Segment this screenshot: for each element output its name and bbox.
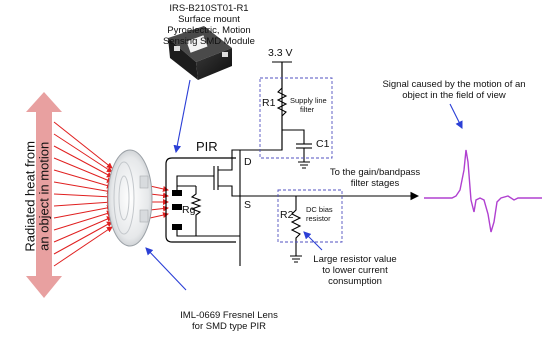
smd-module-image bbox=[168, 26, 232, 80]
heat-label: Radiated heat from an object in motion bbox=[22, 126, 53, 266]
pyro-sensor-element bbox=[172, 190, 182, 230]
dc-bias-line: DC bias bbox=[306, 205, 333, 214]
module-label-line: IRS-B210ST01-R1 bbox=[169, 3, 249, 14]
supply-filter-label: Supply line filter bbox=[290, 96, 327, 114]
c1-label: C1 bbox=[316, 138, 330, 150]
supply-filter-line: filter bbox=[300, 104, 315, 114]
resistor-note-line: consumption bbox=[328, 275, 382, 287]
gain-stage-label: To the gain/bandpass filter stages bbox=[322, 167, 428, 190]
dc-bias-line: resistor bbox=[306, 213, 331, 223]
gain-stage-line: filter stages bbox=[350, 177, 400, 189]
signal-label-line: Signal caused by the motion of an bbox=[382, 79, 526, 90]
pir-enclosure bbox=[165, 157, 236, 243]
lens-label-line: IML-0669 Fresnel Lens bbox=[180, 310, 278, 321]
heat-label-line: an object in motion bbox=[37, 141, 52, 251]
r1-label: R1 bbox=[262, 97, 276, 109]
module-label: IRS-B210ST01-R1 Surface mount Pyroelectr… bbox=[150, 3, 268, 48]
r2-label: R2 bbox=[280, 209, 294, 221]
resistor-note-line: to lower current bbox=[322, 264, 388, 276]
signal-label-line: object in the field of view bbox=[402, 89, 506, 101]
source-pin-label: S bbox=[244, 199, 252, 211]
heat-label-line: Radiated heat from bbox=[22, 141, 38, 252]
fresnel-lens-image bbox=[107, 149, 153, 247]
callout-arrows bbox=[145, 79, 463, 291]
rg-label: Rg bbox=[182, 204, 196, 216]
lens-label-line: for SMD type PIR bbox=[192, 320, 266, 332]
module-label-line: Sensing SMD Module bbox=[163, 35, 255, 47]
signal-waveform bbox=[424, 149, 542, 233]
dc-bias-box bbox=[277, 189, 343, 243]
module-label-line: Surface mount bbox=[178, 13, 240, 25]
pir-label: PIR bbox=[196, 139, 218, 154]
resistor-note: Large resistor value to lower current co… bbox=[300, 254, 410, 288]
gain-stage-line: To the gain/bandpass bbox=[329, 167, 421, 178]
supply-voltage-label: 3.3 V bbox=[268, 47, 293, 59]
supply-filter-box bbox=[259, 77, 333, 159]
module-label-line: Pyroelectric, Motion bbox=[167, 24, 251, 36]
heat-source-bar bbox=[26, 92, 62, 298]
lens-label: IML-0669 Fresnel Lens for SMD type PIR bbox=[170, 310, 288, 333]
dc-bias-label: DC bias resistor bbox=[306, 205, 333, 223]
signal-label: Signal caused by the motion of an object… bbox=[368, 79, 540, 102]
heat-rays bbox=[53, 121, 169, 267]
resistor-note-line: Large resistor value bbox=[313, 254, 397, 265]
drain-pin-label: D bbox=[244, 156, 252, 168]
supply-filter-line: Supply line bbox=[290, 96, 327, 105]
circuit-wiring bbox=[176, 61, 420, 266]
